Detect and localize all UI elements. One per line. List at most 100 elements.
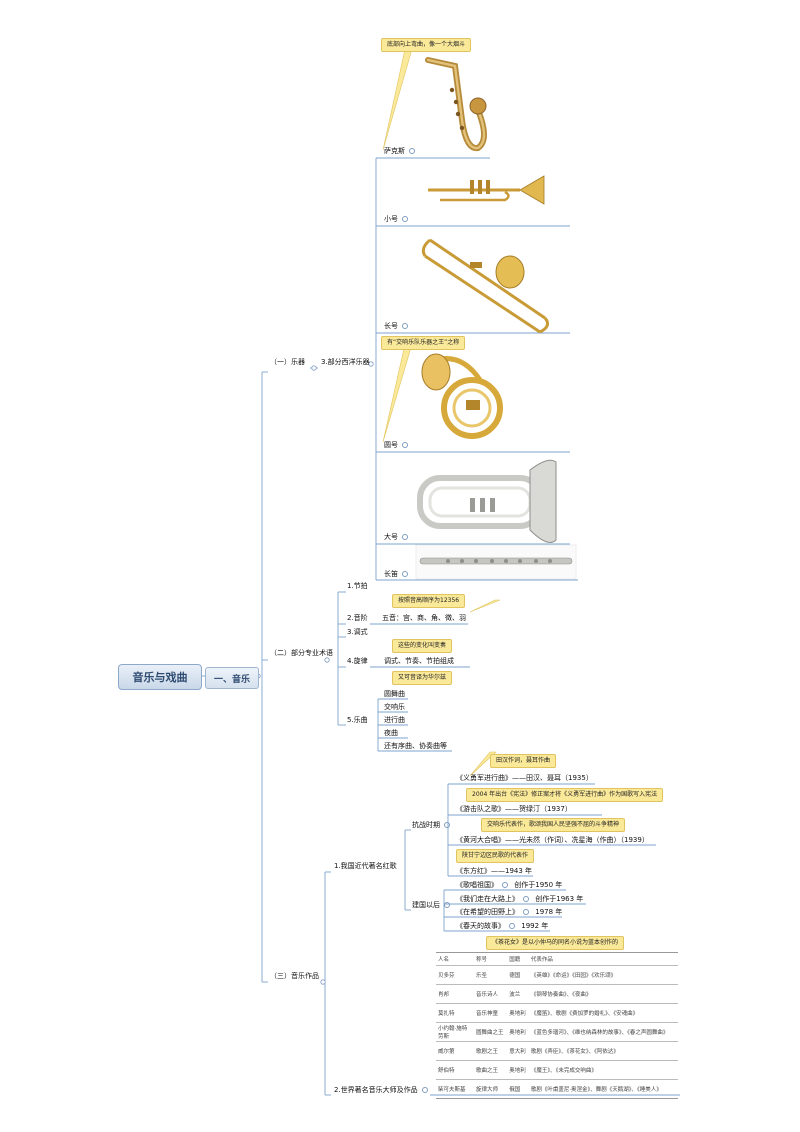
piece-item[interactable]: 进行曲 <box>384 716 405 724</box>
collapse-dot-icon[interactable] <box>409 148 415 154</box>
song-title[interactable]: 《游击队之歌》——贺绿汀（1937） <box>456 805 572 813</box>
song-year: 1978 年 <box>535 908 563 916</box>
collapse-dot-icon[interactable] <box>509 923 515 929</box>
table-header-cell: 人名 <box>438 957 450 963</box>
collapse-dot-icon[interactable] <box>444 902 450 908</box>
table-cell: 奥地利 <box>507 1022 529 1042</box>
piece-item[interactable]: 夜曲 <box>384 729 398 737</box>
table-cell: 奥地利 <box>507 1060 529 1080</box>
masters-table: 人名 称号 国籍 代表作品 贝多芬乐圣德国《英雄》《命运》《田园》《欢乐颂》 肖… <box>436 952 678 1099</box>
works-modern[interactable]: 1.我国近代著名红歌 <box>334 862 397 870</box>
trumpet-label: 小号 <box>384 215 398 223</box>
table-cell: 肖邦 <box>436 984 474 1004</box>
table-cell: 意大利 <box>507 1041 529 1061</box>
horn-label: 圆号 <box>384 441 398 449</box>
instrument-tuba[interactable]: 大号 <box>384 533 408 542</box>
collapse-dot-icon[interactable] <box>402 571 408 577</box>
scale-note: 按照音高顺序为12356 <box>392 594 466 608</box>
table-cell: 威尔第 <box>436 1041 474 1061</box>
term-mode[interactable]: 3.调式 <box>347 628 368 636</box>
collapse-dot-icon[interactable] <box>444 822 450 828</box>
root-node[interactable]: 音乐与戏曲 <box>118 664 202 690</box>
collapse-dot-icon[interactable] <box>523 896 529 902</box>
table-cell: 《魔王》、《未完成交响曲》 <box>528 1060 678 1080</box>
song-note: 田汉作词，聂耳作曲 <box>490 754 557 768</box>
table-header-row: 人名 称号 国籍 代表作品 <box>436 953 678 966</box>
song-year: 1992 年 <box>521 922 549 930</box>
piece-item[interactable]: 还有序曲、协奏曲等 <box>384 742 447 750</box>
horn-note: 有“交响乐队乐器之王”之称 <box>381 336 466 350</box>
song-name: 《我们走在大路上》 <box>456 895 519 903</box>
table-cell: 《魔笛》、歌剧《费加罗的婚礼》、《安魂曲》 <box>528 1003 678 1023</box>
tuba-image <box>417 459 557 543</box>
term-beat[interactable]: 1.节拍 <box>347 582 368 590</box>
table-cell: 圆舞曲之王 <box>474 1022 508 1042</box>
song-year: 创作于1950 年 <box>514 881 563 889</box>
flute-image <box>415 544 577 580</box>
term-piece[interactable]: 5.乐曲 <box>347 716 368 724</box>
instrument-flute[interactable]: 长笛 <box>384 570 408 579</box>
section-works[interactable]: （三）音乐作品 <box>270 972 319 980</box>
instrument-sax[interactable]: 萨克斯 <box>384 147 415 156</box>
table-cell: 歌剧《叶甫盖尼·奥涅金》、舞剧《天鹅湖》、《睡美人》 <box>528 1079 678 1099</box>
instrument-horn[interactable]: 圆号 <box>384 441 408 450</box>
collapse-dot-icon[interactable] <box>402 323 408 329</box>
song-title[interactable]: 《东方红》——1943 年 <box>456 867 533 875</box>
trombone-image <box>421 238 550 334</box>
table-cell: 歌曲之王 <box>474 1060 508 1080</box>
piece-note: 又可音译为华尔兹 <box>392 671 453 685</box>
scale-detail[interactable]: 五音：宫、商、角、徵、羽 <box>382 614 466 622</box>
collapse-dot-icon[interactable] <box>402 442 408 448</box>
table-row: 小约翰·施特劳斯圆舞曲之王奥地利《蓝色多瑙河》、《维也纳森林的故事》、《春之声圆… <box>436 1022 678 1042</box>
song-title[interactable]: 《歌唱祖国》 创作于1950 年 <box>456 881 562 890</box>
section-instruments[interactable]: （一）乐器 <box>270 358 305 366</box>
saxophone-image <box>425 57 487 152</box>
instrument-trumpet[interactable]: 小号 <box>384 215 408 224</box>
collapse-dot-icon[interactable] <box>421 1087 428 1093</box>
song-title[interactable]: 《黄河大合唱》——光未然（作词）、冼星海（作曲）（1939） <box>456 836 649 844</box>
piece-item[interactable]: 交响乐 <box>384 703 405 711</box>
term-scale[interactable]: 2.音阶 <box>347 614 368 622</box>
table-cell: 小约翰·施特劳斯 <box>436 1022 474 1042</box>
song-note: 2004 年出台《宪法》修正案才将《义勇军进行曲》作为国歌写入宪法 <box>466 788 664 802</box>
table-cell: 乐圣 <box>474 965 508 985</box>
song-name: 《在希望的田野上》 <box>456 908 519 916</box>
table-cell: 《钢琴协奏曲》、《夜曲》 <box>528 984 678 1004</box>
masters-note: 《茶花女》是以小仲马的同名小说为蓝本创作的 <box>486 936 625 950</box>
collapse-dot-icon[interactable] <box>402 534 408 540</box>
main-node-music[interactable]: 一、音乐 <box>205 667 259 689</box>
instrument-trombone[interactable]: 长号 <box>384 322 408 331</box>
table-row: 莫扎特音乐神童奥地利《魔笛》、歌剧《费加罗的婚礼》、《安魂曲》 <box>436 1003 678 1023</box>
term-melody[interactable]: 4.旋律 <box>347 657 368 665</box>
tuba-label: 大号 <box>384 533 398 541</box>
table-cell: 舒伯特 <box>436 1060 474 1080</box>
melody-note: 这些的变化叫变奏 <box>392 639 453 653</box>
song-title[interactable]: 《义勇军进行曲》——田汉、聂耳（1935） <box>456 774 593 782</box>
sax-label: 萨克斯 <box>384 147 405 155</box>
song-title[interactable]: 《我们走在大路上》 创作于1963 年 <box>456 895 583 904</box>
song-title[interactable]: 《在希望的田野上》 1978 年 <box>456 908 562 917</box>
song-title[interactable]: 《春天的故事》 1992 年 <box>456 922 548 931</box>
collapse-dot-icon[interactable] <box>402 216 408 222</box>
table-row: 威尔第歌剧之王意大利歌剧《弄臣》、《茶花女》、《阿依达》 <box>436 1041 678 1061</box>
table-cell: 德国 <box>507 965 529 985</box>
post-period[interactable]: 建国以后 <box>412 901 450 910</box>
table-cell: 俄国 <box>507 1079 529 1099</box>
collapse-dot-icon[interactable] <box>502 882 508 888</box>
table-cell: 歌剧之王 <box>474 1041 508 1061</box>
trumpet-image <box>428 175 545 205</box>
song-name: 《歌唱祖国》 <box>456 881 498 889</box>
melody-detail[interactable]: 调式、节奏、节拍组成 <box>384 657 454 665</box>
section-terms[interactable]: （二）部分专业术语 <box>270 649 333 657</box>
works-masters[interactable]: 2.世界著名音乐大师及作品 <box>334 1086 428 1095</box>
piece-item[interactable]: 圆舞曲 <box>384 690 405 698</box>
flute-label: 长笛 <box>384 570 398 578</box>
song-name: 《春天的故事》 <box>456 922 505 930</box>
collapse-dot-icon[interactable] <box>523 909 529 915</box>
table-row: 舒伯特歌曲之王奥地利《魔王》、《未完成交响曲》 <box>436 1060 678 1080</box>
post-label: 建国以后 <box>412 901 440 909</box>
table-row: 肖邦音乐诗人波兰《钢琴协奏曲》、《夜曲》 <box>436 984 678 1004</box>
war-period[interactable]: 抗战时期 <box>412 821 450 830</box>
table-row: 贝多芬乐圣德国《英雄》《命运》《田园》《欢乐颂》 <box>436 965 678 985</box>
western-instruments[interactable]: 3.部分西洋乐器 <box>321 358 370 366</box>
